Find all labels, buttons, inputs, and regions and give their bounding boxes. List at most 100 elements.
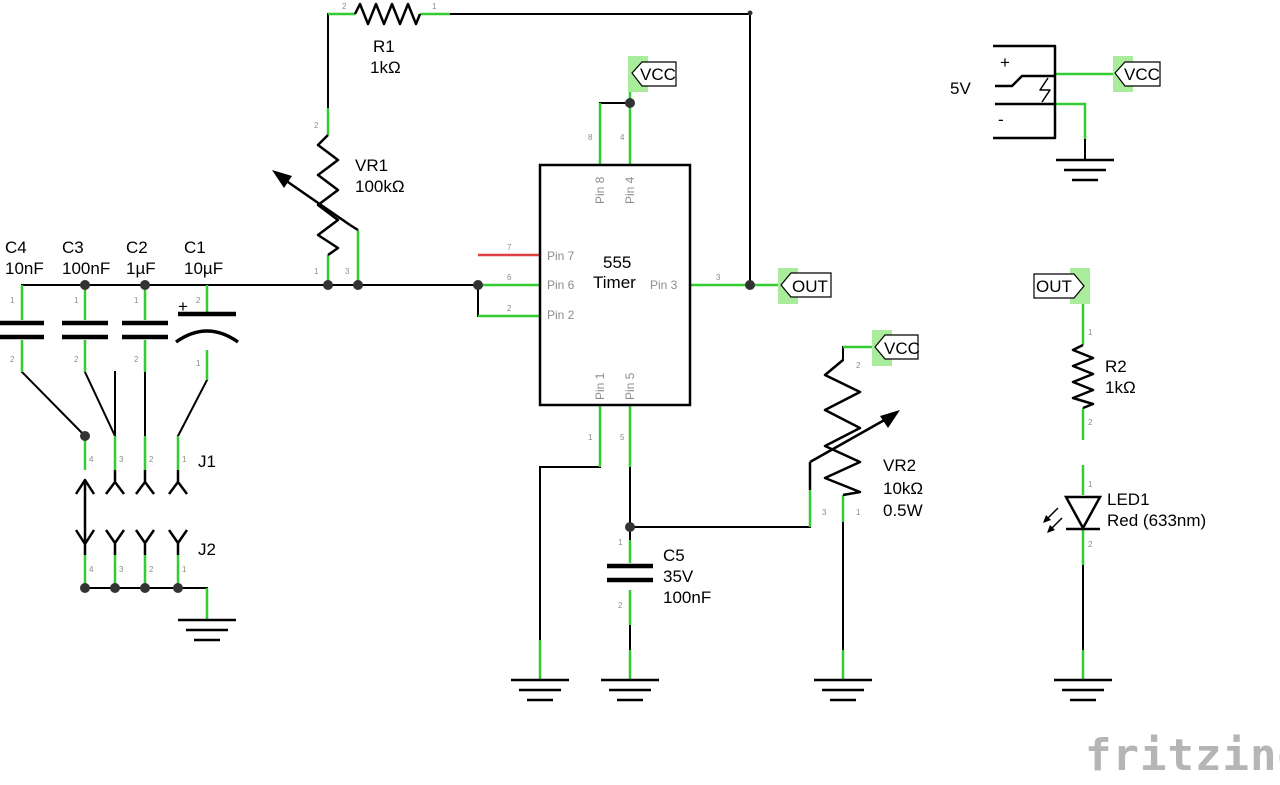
svg-text:1: 1 bbox=[314, 267, 319, 276]
svg-text:Pin 2: Pin 2 bbox=[547, 308, 575, 322]
svg-text:1kΩ: 1kΩ bbox=[1105, 378, 1136, 397]
svg-text:5: 5 bbox=[620, 433, 625, 442]
ground-icon bbox=[1056, 139, 1114, 182]
svg-text:1: 1 bbox=[1088, 328, 1093, 337]
net-flag-out-led[interactable]: OUT bbox=[1033, 268, 1090, 304]
capacitor-c1[interactable]: + C1 10µF 2 1 bbox=[174, 238, 240, 368]
resistor-r2[interactable]: R2 1kΩ 1 2 bbox=[1071, 328, 1136, 427]
svg-text:+: + bbox=[1000, 53, 1010, 72]
ground-icon bbox=[178, 618, 236, 642]
svg-text:1: 1 bbox=[10, 296, 15, 305]
svg-text:1µF: 1µF bbox=[126, 259, 156, 278]
svg-text:3: 3 bbox=[822, 508, 827, 517]
net-flag-vcc-supply[interactable]: VCC bbox=[1113, 56, 1161, 92]
timer-line2: Timer bbox=[593, 273, 636, 292]
svg-text:1: 1 bbox=[74, 296, 79, 305]
capacitor-c4[interactable]: C4 10nF 1 2 bbox=[0, 238, 44, 364]
ground-icon bbox=[601, 678, 659, 702]
pin-stubs bbox=[20, 12, 1115, 680]
svg-text:0.5W: 0.5W bbox=[883, 501, 923, 520]
svg-text:LED1: LED1 bbox=[1107, 490, 1150, 509]
svg-text:10kΩ: 10kΩ bbox=[883, 479, 923, 498]
svg-text:1: 1 bbox=[588, 433, 593, 442]
capacitor-c2[interactable]: C2 1µF 1 2 bbox=[122, 238, 168, 364]
connector-j1[interactable]: J1 4 3 2 1 bbox=[74, 452, 216, 540]
svg-text:2: 2 bbox=[196, 296, 201, 305]
svg-text:Pin 6: Pin 6 bbox=[547, 278, 575, 292]
svg-text:Red (633nm): Red (633nm) bbox=[1107, 511, 1206, 530]
capacitor-c3[interactable]: C3 100nF 1 2 bbox=[62, 238, 110, 364]
svg-text:2: 2 bbox=[507, 304, 512, 313]
svg-text:7: 7 bbox=[507, 243, 512, 252]
svg-text:C5: C5 bbox=[663, 546, 685, 565]
potentiometer-vr1[interactable]: VR1 100kΩ 2 1 3 bbox=[272, 121, 405, 276]
svg-text:100nF: 100nF bbox=[62, 259, 110, 278]
svg-text:2: 2 bbox=[149, 565, 154, 574]
connector-j2[interactable]: J2 4 3 2 1 bbox=[74, 529, 216, 574]
svg-text:R2: R2 bbox=[1105, 357, 1127, 376]
svg-text:35V: 35V bbox=[663, 567, 694, 586]
svg-text:10µF: 10µF bbox=[184, 259, 223, 278]
svg-text:VCC: VCC bbox=[884, 339, 920, 358]
svg-text:VR2: VR2 bbox=[883, 456, 916, 475]
net-flag-vcc-timer[interactable]: VCC bbox=[628, 56, 677, 92]
resistor-r1[interactable]: R1 1kΩ 2 1 bbox=[342, 2, 437, 77]
svg-text:1: 1 bbox=[856, 508, 861, 517]
supply-label: 5V bbox=[950, 79, 971, 98]
svg-text:2: 2 bbox=[314, 121, 319, 130]
svg-text:1: 1 bbox=[182, 455, 187, 464]
vr1-ref: VR1 bbox=[355, 156, 388, 175]
svg-text:3: 3 bbox=[119, 565, 124, 574]
svg-text:2: 2 bbox=[342, 2, 347, 11]
led-led1[interactable]: LED1 Red (633nm) 1 2 bbox=[1043, 480, 1206, 549]
capacitor-c5[interactable]: C5 35V 100nF 1 2 bbox=[607, 538, 711, 610]
r1-value: 1kΩ bbox=[370, 58, 401, 77]
svg-text:C1: C1 bbox=[184, 238, 206, 257]
svg-text:8: 8 bbox=[588, 133, 593, 142]
potentiometer-vr2[interactable]: VR2 10kΩ 0.5W 2 3 1 bbox=[808, 359, 923, 520]
svg-text:3: 3 bbox=[716, 273, 721, 282]
svg-text:2: 2 bbox=[74, 355, 79, 364]
svg-text:2: 2 bbox=[134, 355, 139, 364]
svg-text:2: 2 bbox=[1088, 540, 1093, 549]
svg-text:J2: J2 bbox=[198, 540, 216, 559]
svg-text:VCC: VCC bbox=[640, 65, 676, 84]
svg-text:C2: C2 bbox=[126, 238, 148, 257]
timer-line1: 555 bbox=[603, 253, 631, 272]
svg-text:2: 2 bbox=[618, 601, 623, 610]
svg-text:1: 1 bbox=[618, 538, 623, 547]
ground-icon bbox=[814, 678, 872, 702]
svg-text:4: 4 bbox=[620, 133, 625, 142]
svg-text:1: 1 bbox=[134, 296, 139, 305]
svg-text:1: 1 bbox=[196, 359, 201, 368]
svg-text:C4: C4 bbox=[5, 238, 27, 257]
svg-text:10nF: 10nF bbox=[5, 259, 44, 278]
svg-text:3: 3 bbox=[345, 267, 350, 276]
r1-ref: R1 bbox=[373, 37, 395, 56]
svg-text:C3: C3 bbox=[62, 238, 84, 257]
c1-polarity: + bbox=[178, 297, 188, 316]
svg-text:Pin 3: Pin 3 bbox=[650, 278, 678, 292]
ground-icon bbox=[511, 678, 569, 702]
svg-text:-: - bbox=[998, 110, 1004, 129]
svg-text:Pin 8: Pin 8 bbox=[593, 176, 607, 204]
ground-icon bbox=[1054, 678, 1112, 702]
svg-text:Pin 4: Pin 4 bbox=[623, 176, 637, 204]
svg-text:VCC: VCC bbox=[1124, 65, 1160, 84]
svg-text:6: 6 bbox=[507, 273, 512, 282]
svg-text:OUT: OUT bbox=[792, 277, 828, 296]
svg-text:Pin 5: Pin 5 bbox=[623, 372, 637, 400]
net-flag-out-timer[interactable]: OUT bbox=[778, 268, 832, 304]
svg-text:4: 4 bbox=[89, 455, 94, 464]
vr1-value: 100kΩ bbox=[355, 177, 405, 196]
junctions bbox=[80, 10, 755, 593]
svg-text:Pin 1: Pin 1 bbox=[593, 372, 607, 400]
net-flag-vcc-vr2[interactable]: VCC bbox=[872, 330, 920, 366]
svg-text:1: 1 bbox=[1088, 480, 1093, 489]
svg-text:2: 2 bbox=[10, 355, 15, 364]
svg-text:4: 4 bbox=[89, 565, 94, 574]
timer-555[interactable]: 555 Timer Pin 7 Pin 6 Pin 2 Pin 3 Pin 8 … bbox=[507, 133, 721, 442]
dc-barrel-jack[interactable]: + - 5V bbox=[950, 44, 1057, 140]
svg-text:OUT: OUT bbox=[1036, 277, 1072, 296]
